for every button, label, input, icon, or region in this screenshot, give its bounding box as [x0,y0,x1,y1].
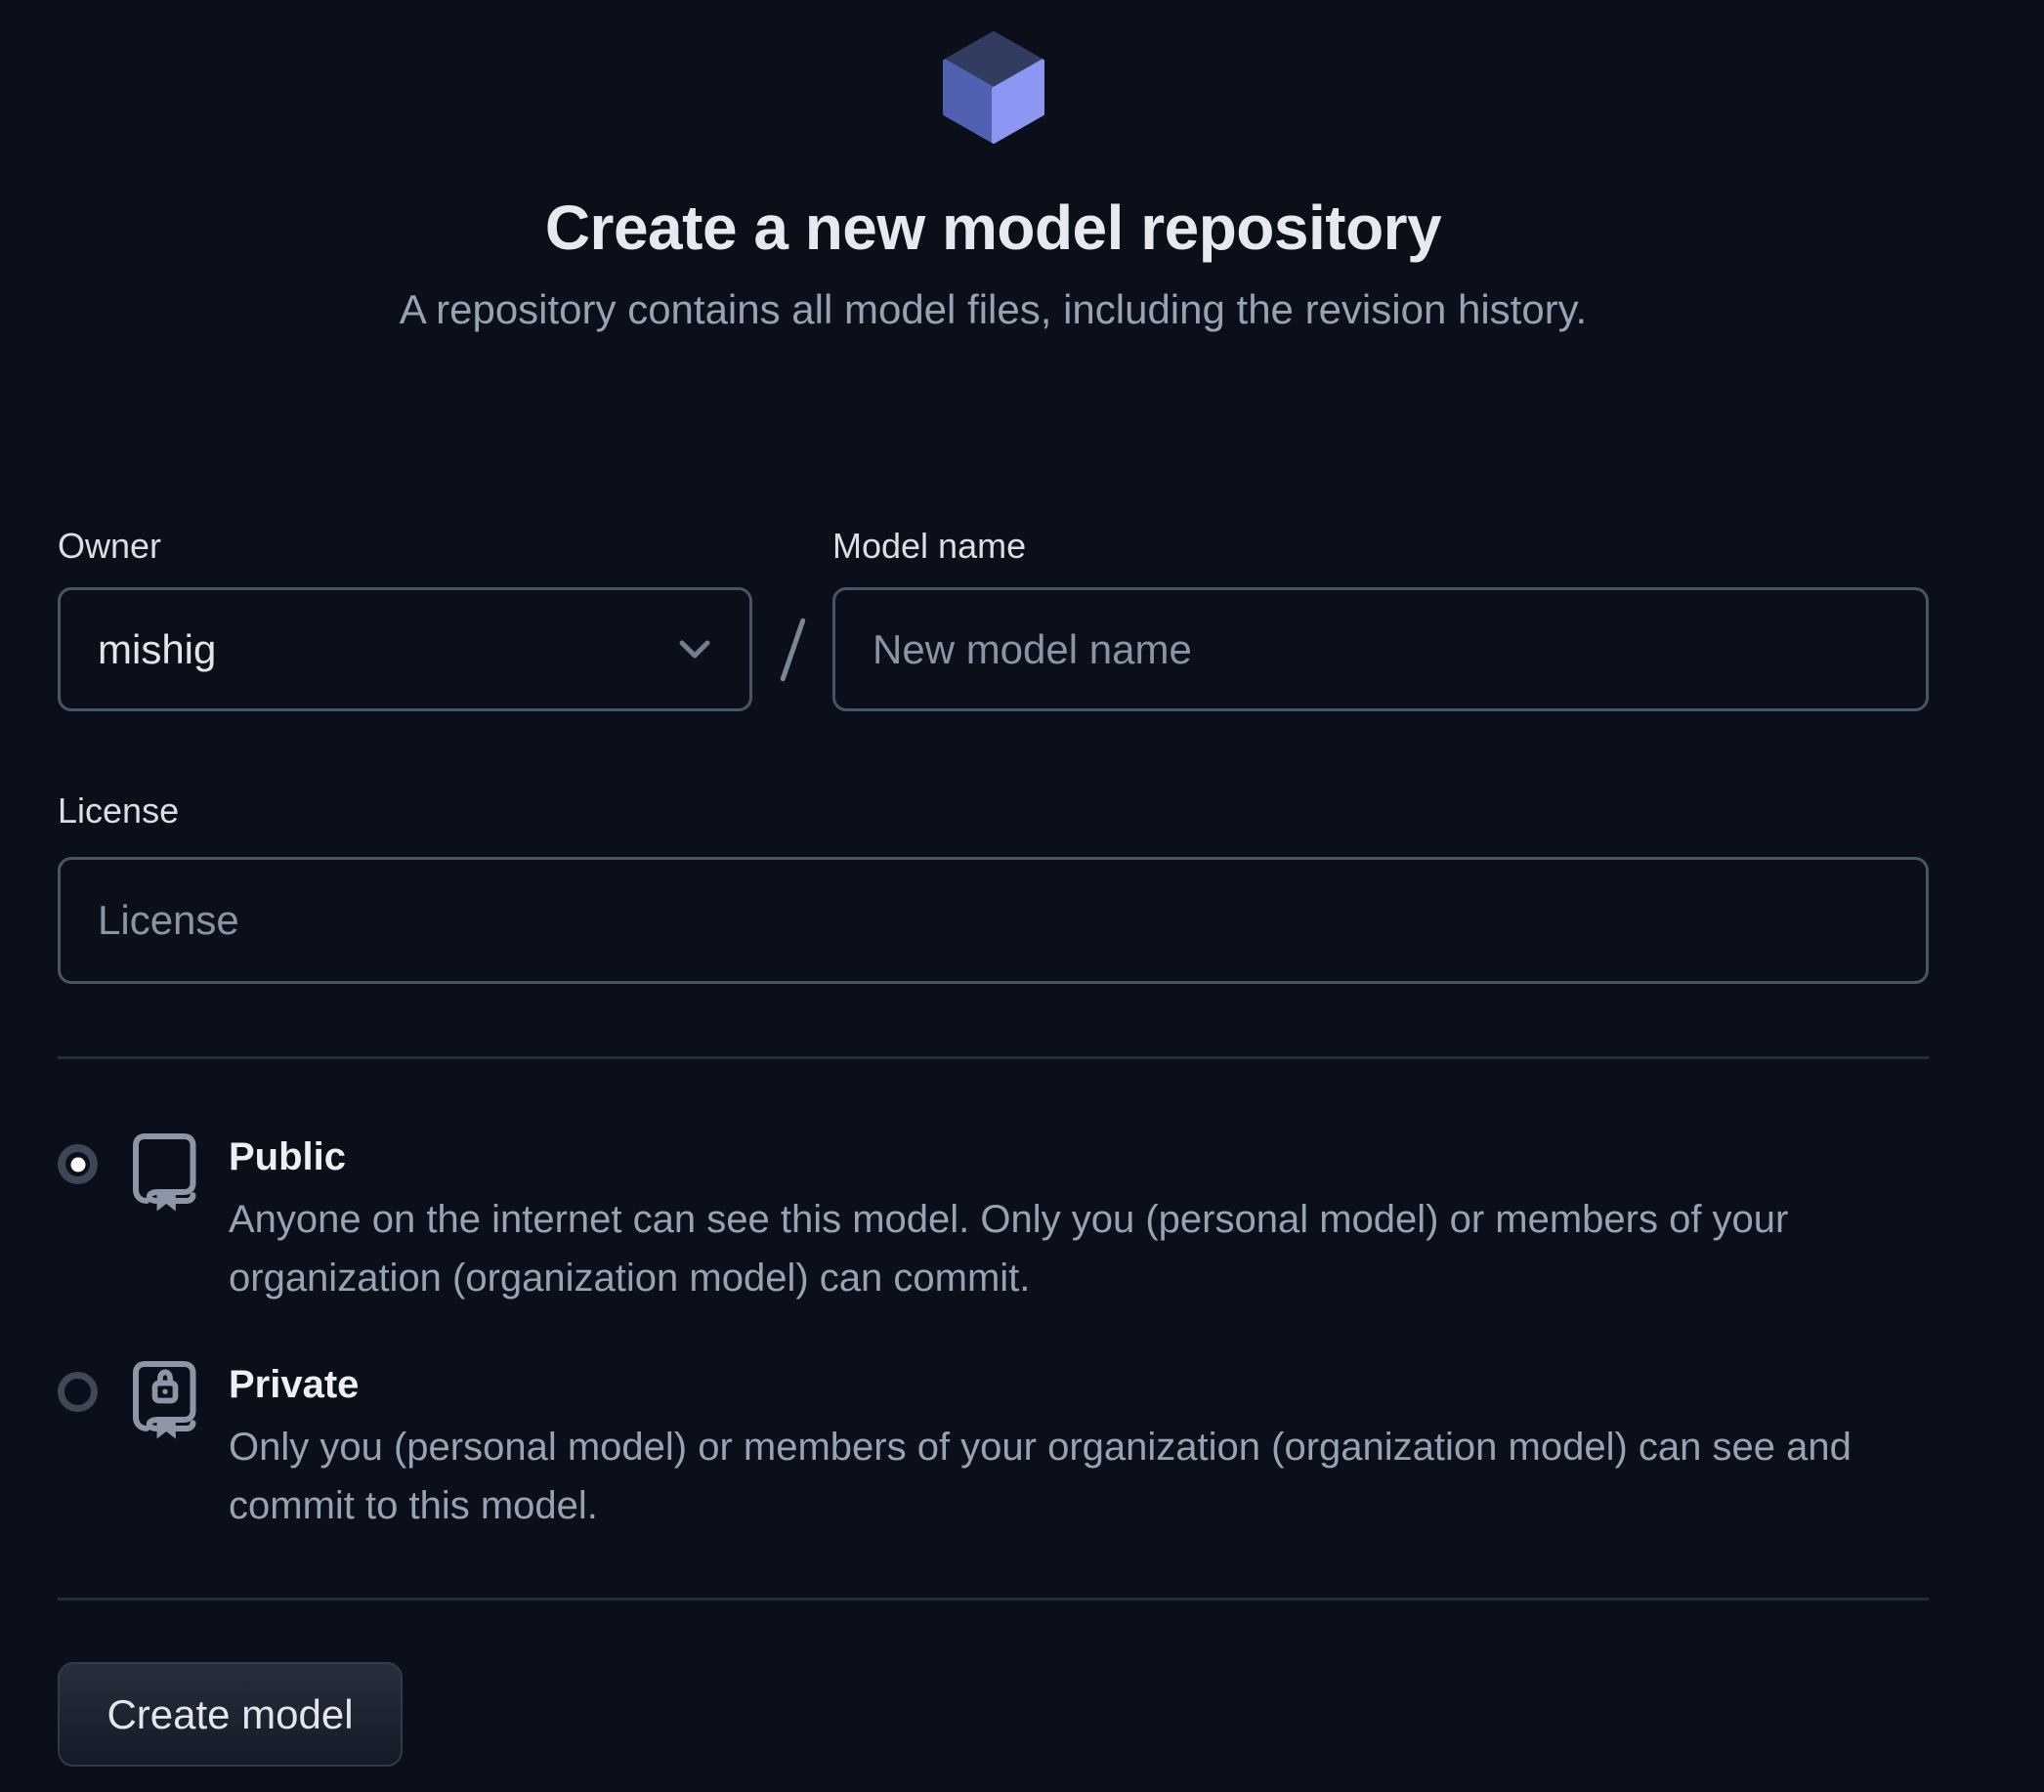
private-option-text: Private Only you (personal model) or mem… [229,1359,1852,1535]
page-title: Create a new model repository [544,192,1442,263]
license-input[interactable] [58,857,1929,984]
private-option-description: Only you (personal model) or members of … [229,1418,1852,1535]
footer-actions: Create model [58,1662,1929,1767]
private-radio[interactable] [58,1372,98,1412]
cube-icon [942,31,1044,144]
private-description-line2: commit to this model. [229,1484,598,1527]
owner-select-value: mishig [98,625,217,672]
public-option-description: Anyone on the internet can see this mode… [229,1190,1788,1307]
divider [58,1598,1929,1600]
model-name-label: Model name [832,526,1027,566]
private-icon-col [124,1359,200,1442]
owner-field: Owner mishig [58,523,752,711]
private-option-title: Private [229,1363,360,1406]
owner-select[interactable]: mishig [58,587,752,711]
book-lock-icon [133,1361,196,1439]
book-icon [133,1133,196,1212]
public-description-line1: Anyone on the internet can see this mode… [229,1198,1789,1241]
owner-model-separator [752,587,832,711]
create-model-button[interactable]: Create model [58,1662,403,1767]
license-field: License [58,788,1929,984]
page-subtitle: A repository contains all model files, i… [399,286,1588,332]
public-description-line2: organization (organization model) can co… [229,1257,1031,1300]
public-option-text: Public Anyone on the internet can see th… [229,1131,1788,1307]
license-label: License [58,790,180,831]
visibility-option-private[interactable]: Private Only you (personal model) or mem… [58,1359,1929,1535]
private-description-line1: Only you (personal model) or members of … [229,1426,1852,1469]
divider [58,1056,1929,1059]
slash-icon [779,617,806,682]
public-icon-col [124,1131,200,1215]
model-name-field: Model name [832,523,1929,711]
header-icon-row [58,0,1929,144]
visibility-option-public[interactable]: Public Anyone on the internet can see th… [58,1131,1929,1307]
owner-label: Owner [58,526,162,566]
chevron-down-icon [679,640,710,658]
repo-name-row: Owner mishig Model name [58,523,1929,711]
public-option-title: Public [229,1135,347,1178]
model-name-input[interactable] [832,587,1929,711]
public-radio[interactable] [58,1144,98,1184]
